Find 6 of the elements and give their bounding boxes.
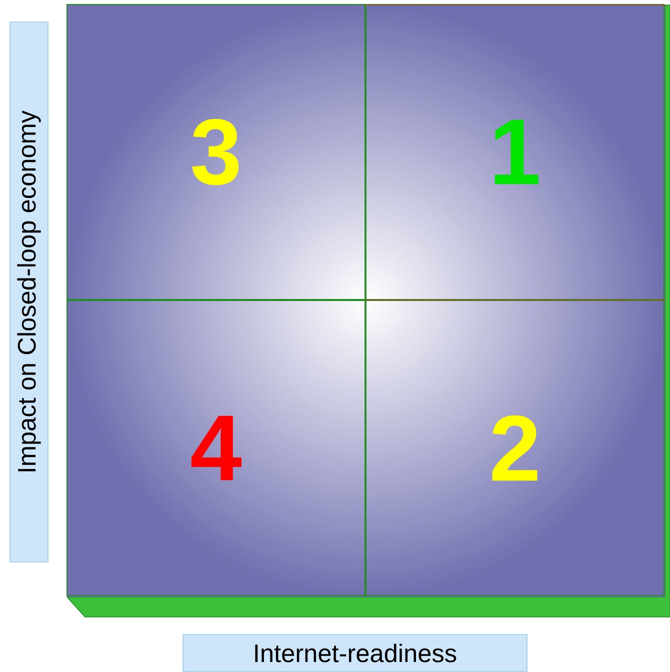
quadrant: 3 <box>66 4 366 300</box>
axis-label-box: Impact on Closed-loop economy <box>10 22 48 562</box>
quadrant: 4 <box>66 300 366 596</box>
axis-label-box: Internet-readiness <box>182 634 528 672</box>
quadrant: 1 <box>366 4 664 300</box>
quadrant: 2 <box>366 300 664 596</box>
